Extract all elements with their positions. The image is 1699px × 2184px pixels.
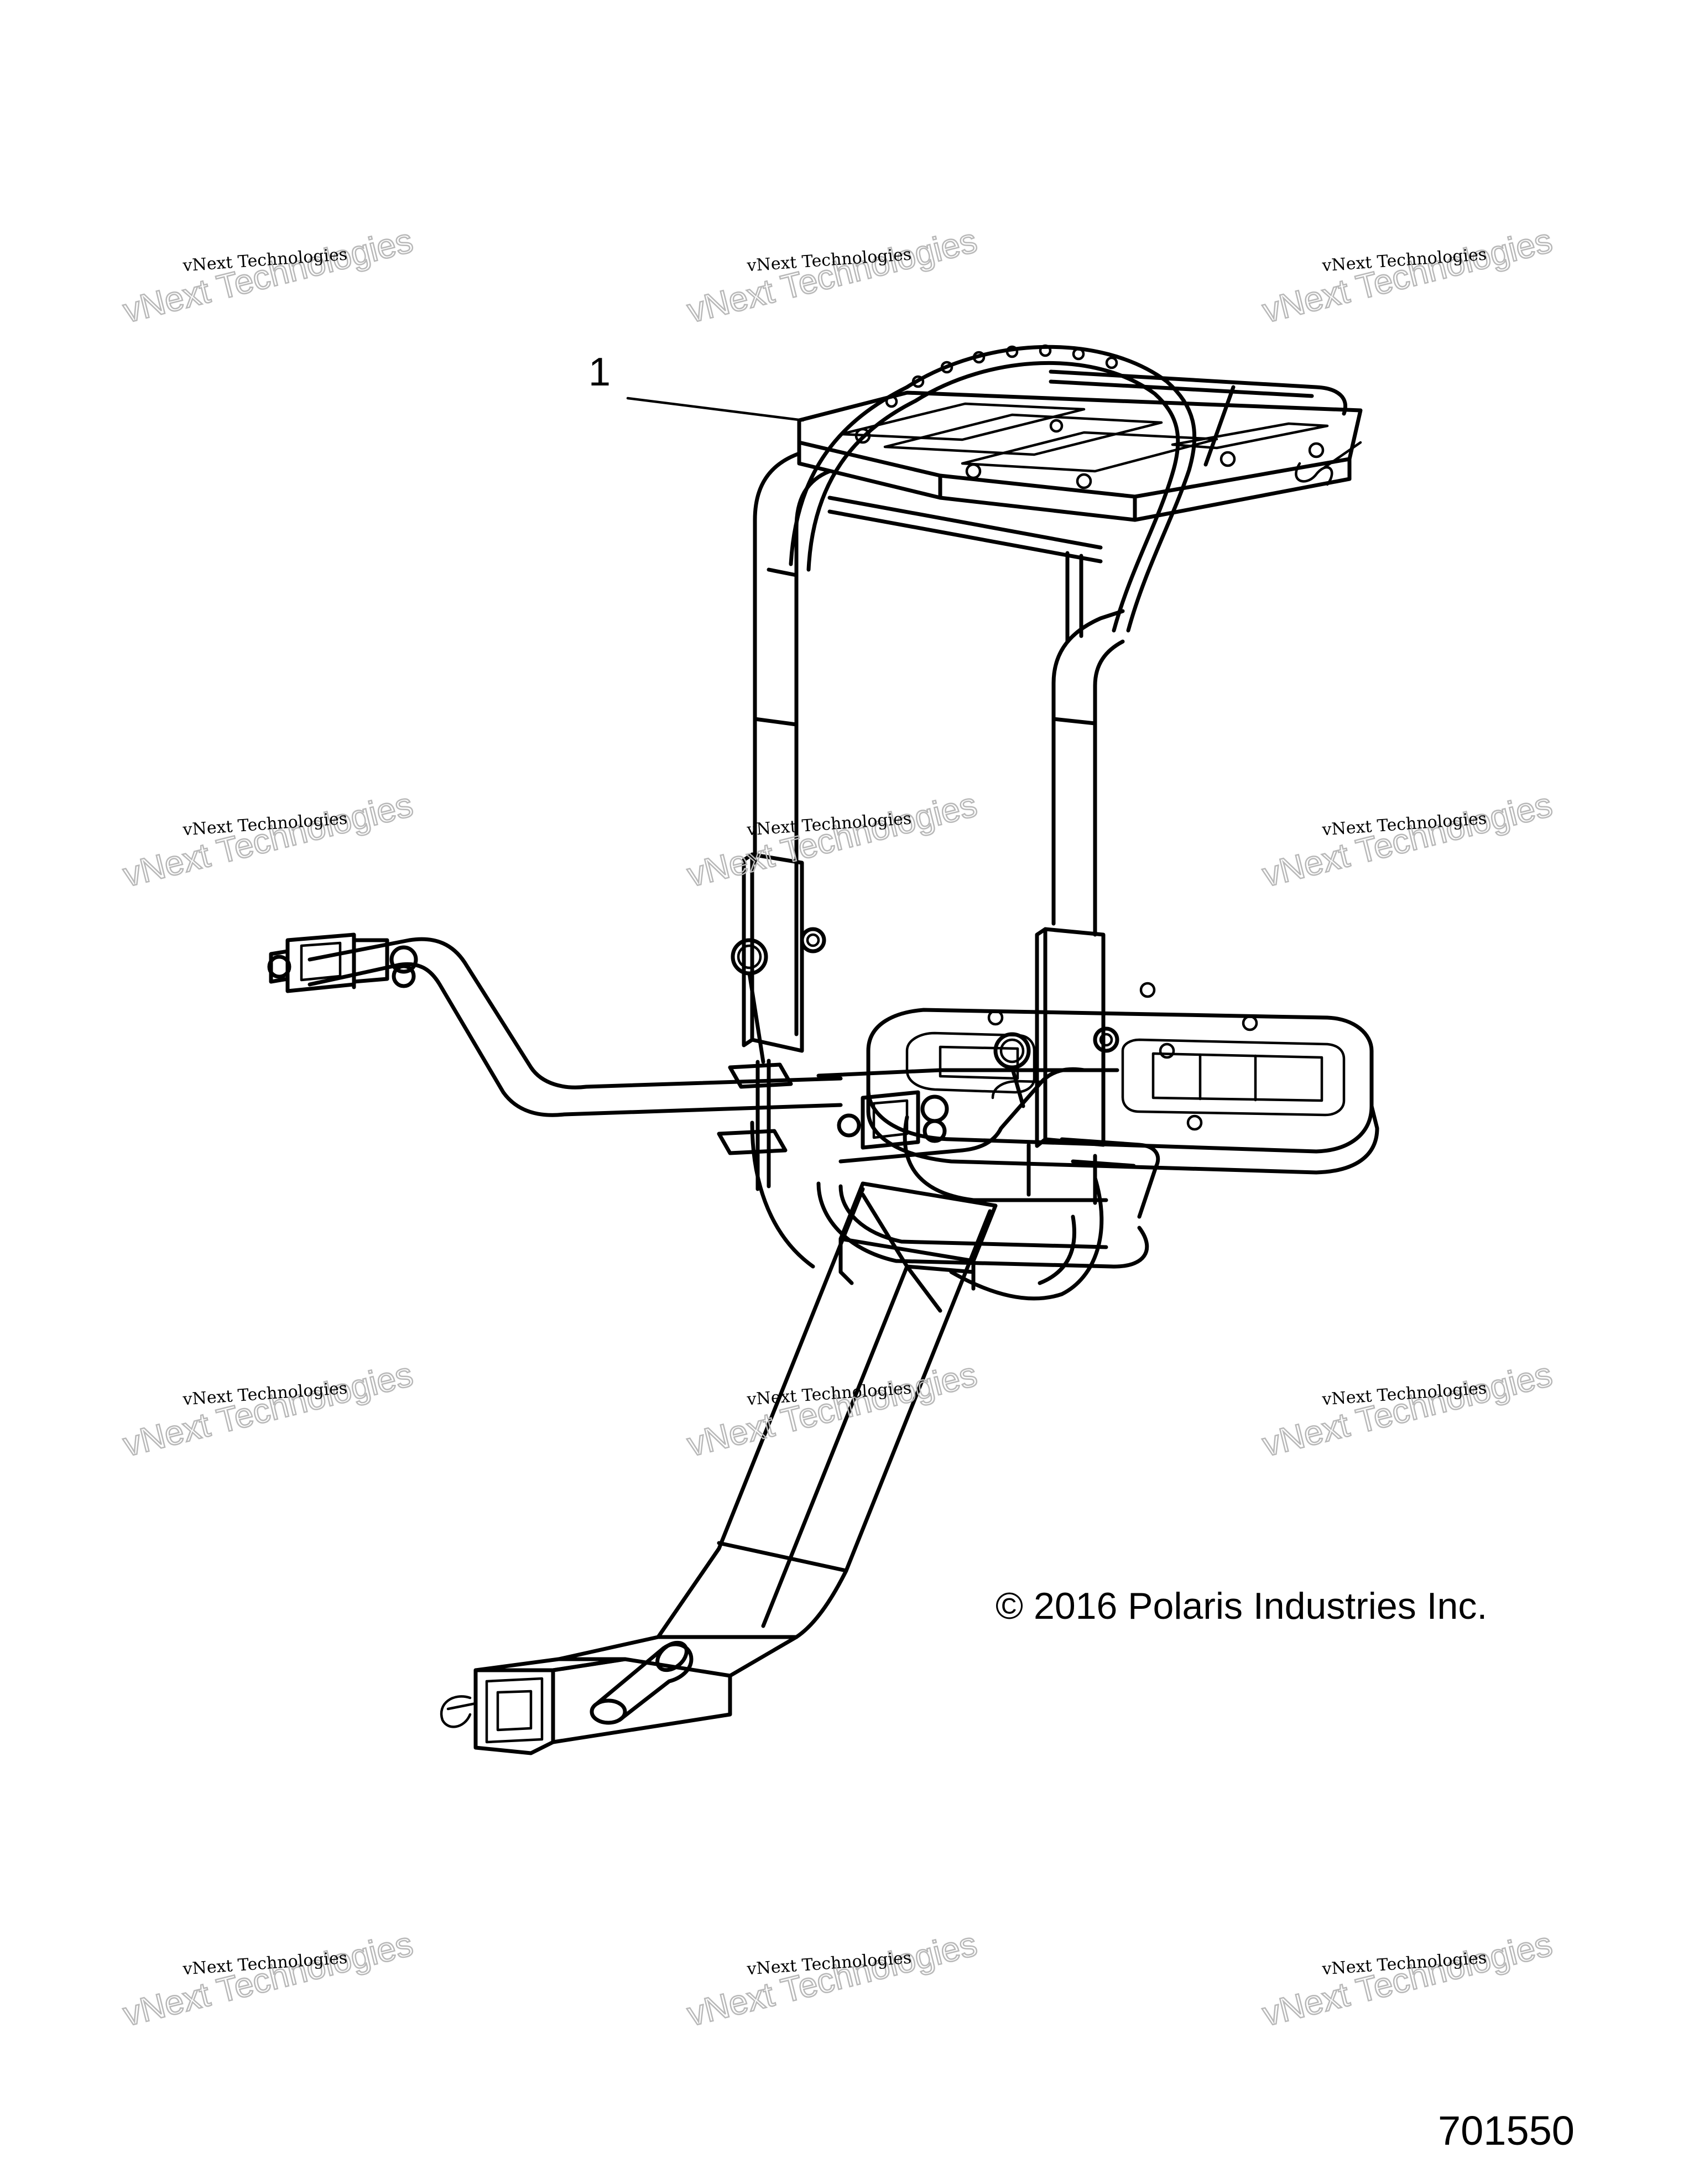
callout-leader-line: [626, 397, 805, 422]
left-footrest-bar: [267, 932, 843, 1117]
figure-number: 701550: [1438, 2108, 1575, 2154]
copyright-notice: © 2016 Polaris Industries Inc.: [996, 1585, 1488, 1627]
watermark-outline-text: vNext Technologies: [1259, 222, 1556, 331]
watermark-outline-text: vNext Technologies: [119, 786, 416, 895]
watermark-outline-text: vNext Technologies: [684, 1925, 981, 2034]
watermark-outline-text: vNext Technologies: [1259, 786, 1556, 895]
top-rack-platform: [789, 344, 1363, 633]
hitch-mount-arm: [440, 1120, 1104, 1755]
watermark-outline-text: vNext Technologies: [119, 222, 416, 331]
watermark-outline-text: vNext Technologies: [119, 1925, 416, 2034]
right-footrest-loop: [717, 938, 1160, 1269]
watermark-outline-text: vNext Technologies: [684, 1356, 981, 1464]
watermark-outline-text: vNext Technologies: [684, 222, 981, 331]
callout-label-1: 1: [588, 350, 611, 394]
watermark-outline-text: vNext Technologies: [1259, 1925, 1556, 2034]
watermark-outline-text: vNext Technologies: [119, 1356, 416, 1464]
watermark-outline-text: vNext Technologies: [1259, 1356, 1556, 1464]
watermark-outline-text: vNext Technologies: [684, 786, 981, 895]
